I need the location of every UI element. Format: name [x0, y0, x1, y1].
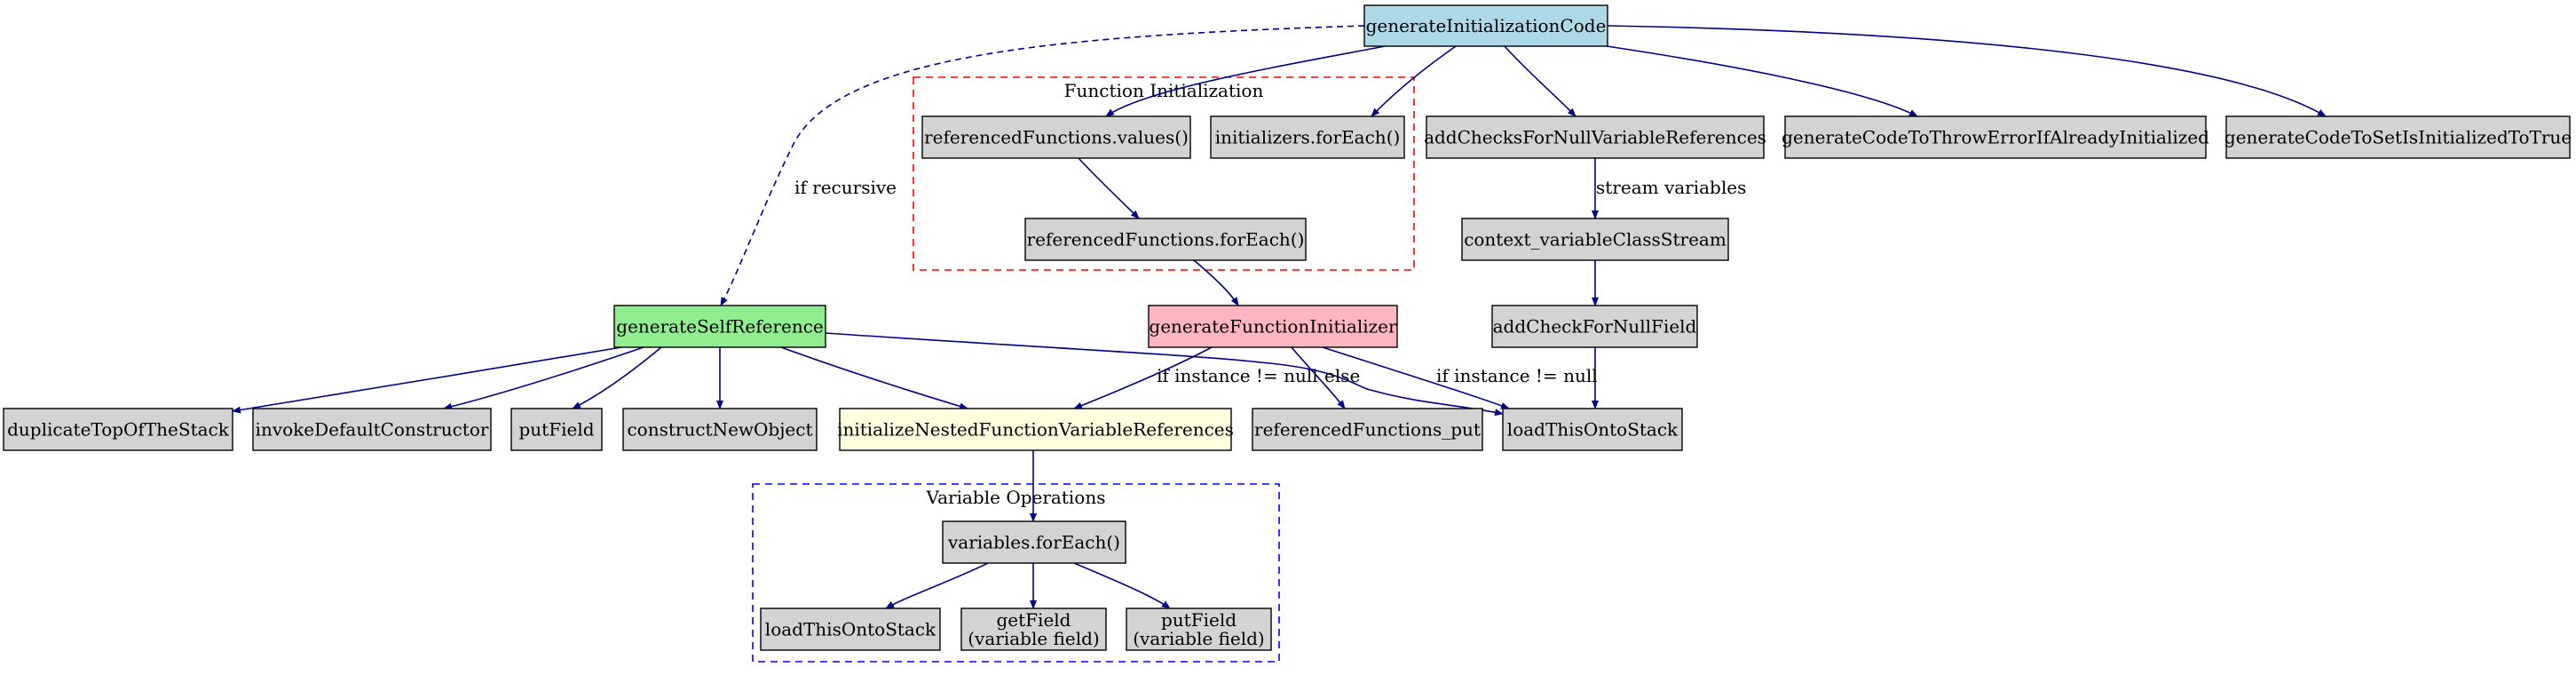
cluster-label-variable_ops: Variable Operations — [926, 487, 1106, 508]
node-box-funcinit — [1148, 305, 1398, 348]
edge-selfref-to-dup — [232, 346, 622, 414]
node-label-getfield-0: getField — [997, 609, 1071, 631]
node-box-setinit — [2225, 115, 2571, 159]
node-box-selfref — [613, 305, 826, 348]
node-label-nested: initializeNestedFunctionVariableReferenc… — [837, 419, 1234, 441]
edge-root-to-addchecks — [1504, 45, 1576, 117]
edge-selfref-to-invoke — [443, 346, 644, 410]
node-invoke[interactable]: invokeDefaultConstructor — [252, 408, 492, 451]
node-box-putfield2 — [1126, 608, 1272, 651]
edge-varforeach-to-putfield2 — [1073, 562, 1171, 609]
node-label-ctxstream: context_variableClassStream — [1464, 229, 1727, 250]
edge-root-to-throwerr — [1606, 45, 1918, 117]
node-getfield[interactable]: getField(variable field) — [960, 608, 1107, 651]
node-label-loadthis: loadThisOntoStack — [1507, 419, 1679, 441]
node-refvalues[interactable]: referencedFunctions.values() — [921, 115, 1191, 159]
edge-root-to-refvalues — [1105, 45, 1386, 117]
node-box-construct — [622, 408, 818, 451]
node-box-ctxstream — [1461, 218, 1729, 261]
node-setinit[interactable]: generateCodeToSetIsInitializedToTrue — [2224, 115, 2572, 159]
cluster-variable_ops — [752, 483, 1280, 663]
edge-label-root-to-selfref: if recursive — [794, 177, 897, 198]
edge-root-to-selfref — [720, 25, 1365, 306]
node-label-varforeach: variables.forEach() — [947, 532, 1120, 553]
node-dup[interactable]: duplicateTopOfTheStack — [3, 408, 233, 451]
node-nested[interactable]: initializeNestedFunctionVariableReferenc… — [837, 408, 1234, 451]
node-box-root — [1363, 4, 1608, 47]
node-label-refforeach: referencedFunctions.forEach() — [1027, 229, 1305, 250]
edge-funcinit-to-loadthis — [1322, 346, 1510, 409]
node-label-addchecks: addChecksForNullVariableReferences — [1424, 127, 1766, 148]
node-label-funcinit: generateFunctionInitializer — [1149, 316, 1397, 338]
node-box-refput — [1252, 408, 1483, 451]
node-box-dup — [3, 408, 233, 451]
edge-selfref-to-putfield — [572, 346, 662, 409]
node-label-loadthis2: loadThisOntoStack — [765, 619, 936, 640]
node-throwerr[interactable]: generateCodeToThrowErrorIfAlreadyInitial… — [1782, 115, 2209, 159]
node-box-invoke — [252, 408, 492, 451]
node-box-throwerr — [1784, 115, 2207, 159]
node-label-putfield2-0: putField — [1161, 609, 1237, 631]
node-box-refforeach — [1024, 218, 1307, 261]
node-loadthis2[interactable]: loadThisOntoStack — [760, 608, 941, 651]
node-putfield2[interactable]: putField(variable field) — [1126, 608, 1272, 651]
edge-selfref-to-nested — [780, 346, 968, 410]
node-box-loadthis — [1502, 408, 1683, 451]
node-label-putfield2-1: (variable field) — [1133, 628, 1264, 649]
node-varforeach[interactable]: variables.forEach() — [942, 520, 1126, 564]
node-label-addcheck: addCheckForNullField — [1493, 316, 1697, 338]
node-box-loadthis2 — [760, 608, 941, 651]
edge-label-addchecks-to-ctxstream: stream variables — [1596, 177, 1746, 198]
cluster-label-function_init: Function Initialization — [1064, 80, 1264, 101]
node-label-throwerr: generateCodeToThrowErrorIfAlreadyInitial… — [1782, 127, 2209, 148]
node-initforeach[interactable]: initializers.forEach() — [1210, 115, 1405, 159]
node-addchecks[interactable]: addChecksForNullVariableReferences — [1424, 115, 1766, 159]
edge-label-funcinit-to-nested: if instance != null — [1157, 365, 1318, 386]
node-label-setinit: generateCodeToSetIsInitializedToTrue — [2224, 127, 2572, 148]
cluster-function_init — [913, 76, 1415, 271]
edge-root-to-initforeach — [1371, 45, 1457, 117]
edge-varforeach-to-loadthis2 — [885, 562, 989, 609]
node-loadthis[interactable]: loadThisOntoStack — [1502, 408, 1683, 451]
node-ctxstream[interactable]: context_variableClassStream — [1461, 218, 1729, 261]
node-label-putfield: putField — [518, 419, 594, 441]
node-box-nested — [839, 408, 1232, 451]
edge-funcinit-to-nested — [1073, 346, 1213, 409]
node-label-invoke: invokeDefaultConstructor — [256, 419, 489, 441]
node-root[interactable]: generateInitializationCode — [1363, 4, 1608, 47]
node-label-selfref: generateSelfReference — [616, 316, 824, 338]
node-label-root: generateInitializationCode — [1366, 15, 1607, 36]
edge-refvalues-to-refforeach — [1078, 157, 1140, 219]
edge-label-funcinit-to-loadthis: if instance != null — [1436, 365, 1598, 386]
node-construct[interactable]: constructNewObject — [622, 408, 818, 451]
edge-refforeach-to-funcinit — [1193, 259, 1239, 306]
node-addcheck[interactable]: addCheckForNullField — [1491, 305, 1698, 348]
edge-root-to-setinit — [1607, 25, 2327, 117]
edge-label-funcinit-to-refput: else — [1324, 365, 1360, 386]
node-refforeach[interactable]: referencedFunctions.forEach() — [1024, 218, 1307, 261]
node-label-initforeach: initializers.forEach() — [1215, 127, 1401, 148]
node-refput[interactable]: referencedFunctions_put — [1252, 408, 1483, 451]
node-box-getfield — [960, 608, 1107, 651]
node-putfield[interactable]: putField — [510, 408, 603, 451]
node-label-getfield-1: (variable field) — [968, 628, 1099, 649]
node-label-refvalues: referencedFunctions.values() — [924, 127, 1189, 148]
node-box-addchecks — [1426, 115, 1765, 159]
node-box-initforeach — [1210, 115, 1405, 159]
node-box-addcheck — [1491, 305, 1698, 348]
node-box-putfield — [510, 408, 603, 451]
node-box-varforeach — [942, 520, 1126, 564]
node-box-refvalues — [921, 115, 1191, 159]
edge-selfref-to-loadthis — [825, 332, 1504, 417]
node-selfref[interactable]: generateSelfReference — [613, 305, 826, 348]
node-label-dup: duplicateTopOfTheStack — [7, 419, 230, 441]
node-label-refput: referencedFunctions_put — [1254, 419, 1481, 441]
node-funcinit[interactable]: generateFunctionInitializer — [1148, 305, 1398, 348]
edge-funcinit-to-refput — [1291, 346, 1346, 409]
node-label-construct: constructNewObject — [627, 419, 812, 441]
